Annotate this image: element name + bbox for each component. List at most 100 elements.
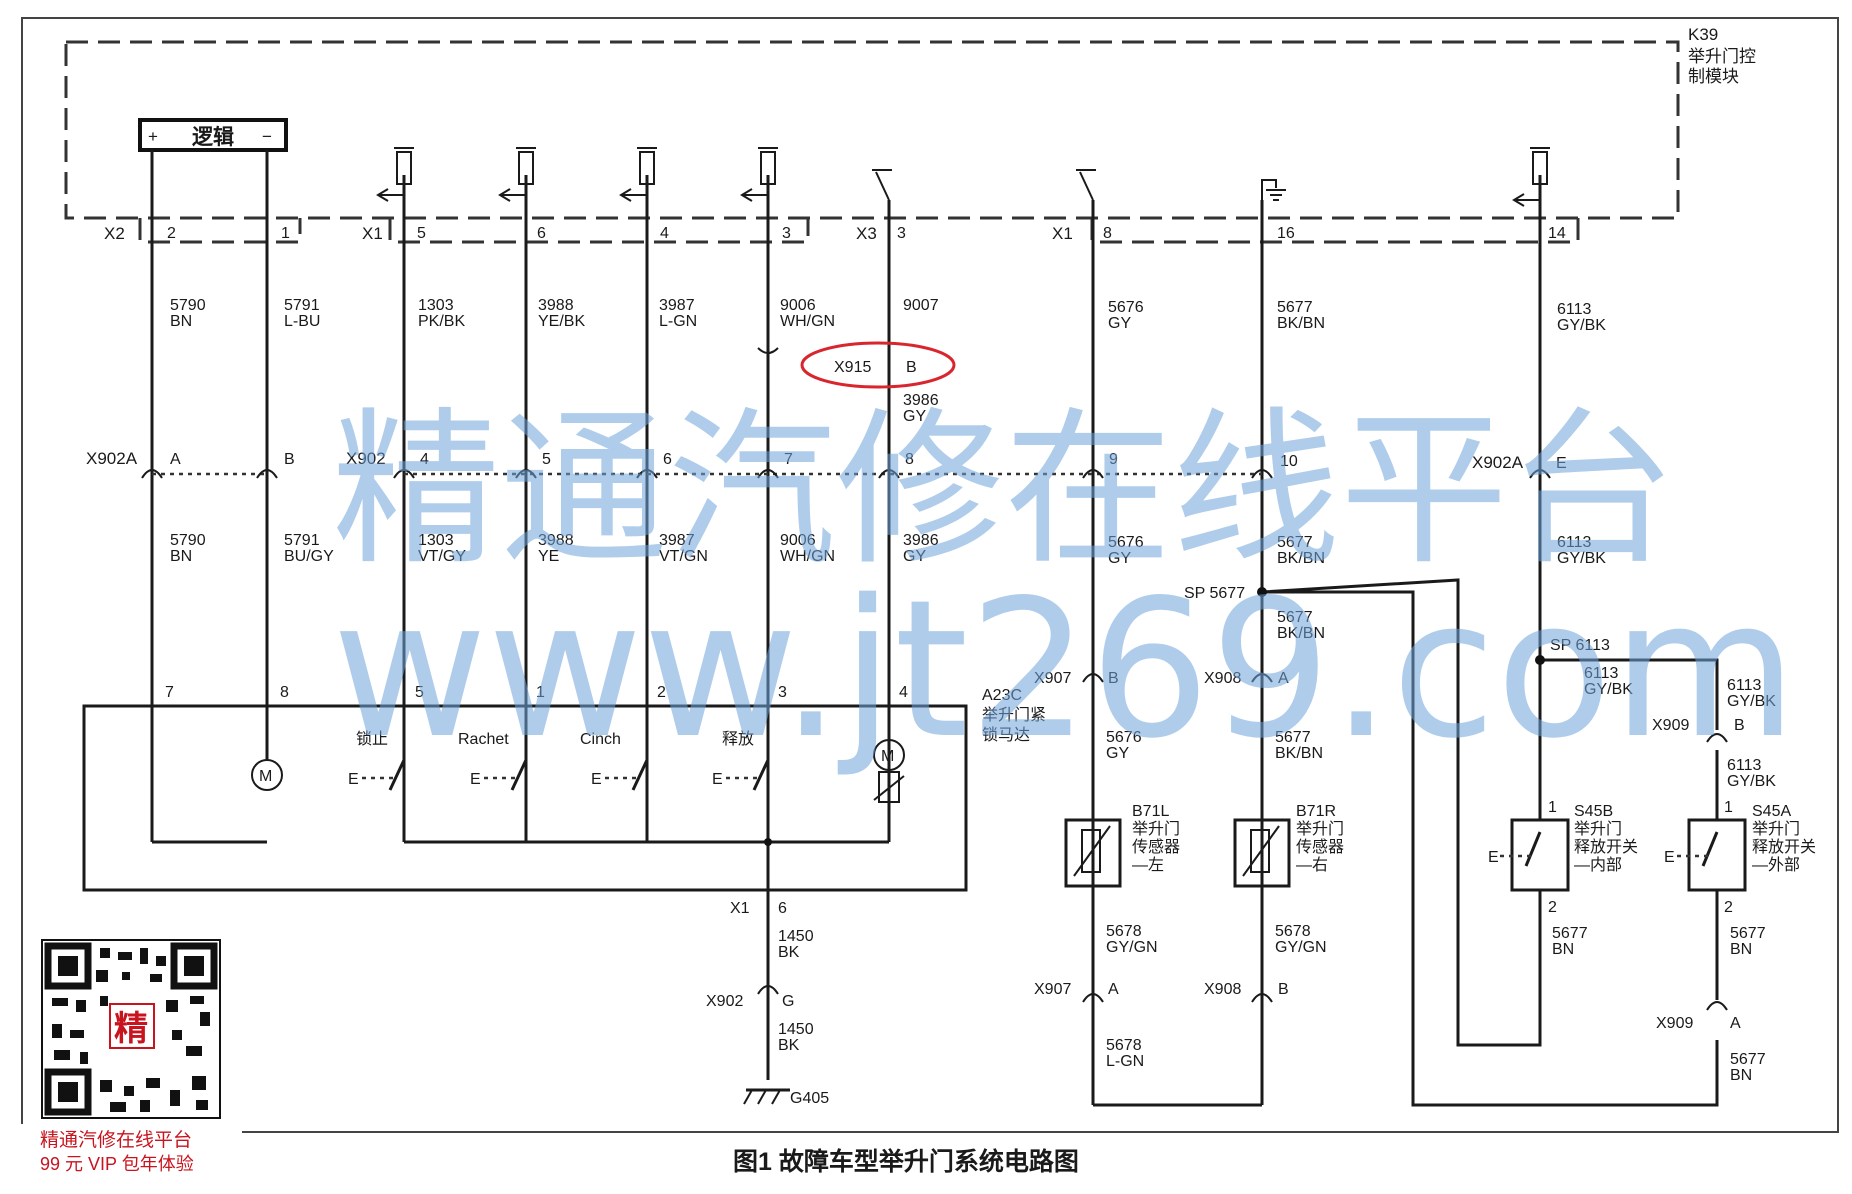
conn-x907-bot-pin: A: [1108, 981, 1119, 998]
module-code: K39: [1688, 25, 1718, 44]
s45b-pin1: 1: [1548, 799, 1557, 816]
motor-assy-name-1: 举升门紧: [982, 706, 1046, 724]
svg-text:3986: 3986: [903, 532, 939, 549]
conn-x909-top-pin: B: [1734, 717, 1745, 734]
module-name-2: 制模块: [1688, 67, 1739, 86]
svg-text:A: A: [170, 451, 181, 468]
svg-text:GY: GY: [1108, 550, 1131, 567]
svg-text:5676: 5676: [1108, 299, 1144, 316]
svg-text:L-GN: L-GN: [659, 313, 697, 330]
conn-x908-top-pin: A: [1278, 670, 1289, 687]
svg-text:7: 7: [784, 451, 793, 468]
x907-bot-icon: [1082, 993, 1104, 1003]
x909-bot-icon: [1706, 1001, 1728, 1011]
svg-text:4: 4: [899, 684, 908, 701]
svg-text:PK/BK: PK/BK: [418, 313, 465, 330]
promo-line1: 精通汽修在线平台: [40, 1129, 192, 1151]
motor-thermistor-icon: [873, 771, 905, 803]
conn-x1-bottom: X1: [730, 900, 750, 917]
switch-label-release: 释放: [722, 730, 754, 748]
pin-top-4: 4: [660, 225, 669, 242]
mid-pins: A B 4 5 6 7 8 9 10 E: [170, 451, 1567, 472]
s45a-l2: 释放开关: [1752, 838, 1816, 856]
w6113-sp-num: 6113: [1584, 665, 1619, 682]
svg-text:5677: 5677: [1277, 299, 1313, 316]
conn-x909-top: X909: [1652, 717, 1689, 734]
svg-text:5: 5: [542, 451, 551, 468]
x908-bot-icon: [1251, 993, 1273, 1003]
qr-center-glyph: 精: [114, 1010, 148, 1048]
svg-text:1303: 1303: [418, 532, 454, 549]
svg-text:BK/BN: BK/BN: [1277, 315, 1325, 332]
svg-text:6: 6: [663, 451, 672, 468]
x909-top-icon: [1706, 733, 1728, 743]
connector-x2-box: [138, 218, 302, 244]
sensor-right-code: B71R: [1296, 803, 1336, 820]
conn-x902-g-pin: G: [782, 993, 794, 1010]
internal-switches: E E E E: [348, 759, 770, 791]
conn-x908-top: X908: [1204, 670, 1241, 687]
watermark-line2: www.jt269.com: [332, 559, 1797, 780]
pin-top-7: 8: [1103, 225, 1112, 242]
svg-text:9: 9: [1109, 451, 1118, 468]
w5677-bot-num: 5677: [1730, 1051, 1766, 1068]
s45b-l2: 释放开关: [1574, 838, 1638, 856]
svg-text:BU/GY: BU/GY: [284, 548, 334, 565]
svg-text:B: B: [284, 451, 295, 468]
svg-text:5791: 5791: [284, 532, 320, 549]
svg-text:1303: 1303: [418, 297, 454, 314]
conn-x907-bot: X907: [1034, 981, 1071, 998]
conn-x907-top-pin: B: [1108, 670, 1119, 687]
w1450-b-num: 1450: [778, 1021, 814, 1038]
svg-text:GY/BK: GY/BK: [1557, 317, 1606, 334]
w5677-b-num: 5677: [1275, 729, 1311, 746]
motor-assy-name-2: 锁马达: [982, 726, 1030, 744]
svg-text:7: 7: [165, 684, 174, 701]
svg-text:BK/BN: BK/BN: [1277, 550, 1325, 567]
svg-text:GY: GY: [1108, 315, 1131, 332]
w5676-b-color: GY: [1106, 745, 1129, 762]
w5676-b-num: 5676: [1106, 729, 1142, 746]
w5678-r-color: GY/GN: [1275, 939, 1327, 956]
ground-icon: [743, 1088, 790, 1105]
svg-text:8: 8: [280, 684, 289, 701]
switch-s45b: [1500, 818, 1570, 892]
conn-x908-bot: X908: [1204, 981, 1241, 998]
s45a-l1: 举升门: [1752, 820, 1800, 838]
svg-text:BN: BN: [170, 548, 192, 565]
svg-text:E: E: [1556, 455, 1567, 472]
sensor-left-l2: 传感器: [1132, 838, 1180, 856]
splice-6113: [1535, 655, 1545, 665]
svg-text:L-BU: L-BU: [284, 313, 320, 330]
conn-x907-top: X907: [1034, 670, 1071, 687]
s45a-e: E: [1664, 849, 1675, 866]
svg-text:VT/GY: VT/GY: [418, 548, 466, 565]
splice-5677: [1257, 587, 1267, 597]
conn-x902-g: X902: [706, 993, 743, 1010]
svg-text:6113: 6113: [1557, 301, 1592, 318]
switch-label-rachet: Rachet: [458, 731, 509, 748]
watermark-line1: 精通汽修在线平台: [332, 392, 1676, 588]
s45a-code: S45A: [1752, 803, 1791, 820]
svg-text:10: 10: [1280, 453, 1298, 470]
logic-plus: +: [148, 127, 158, 146]
w6113-r1-color: GY/BK: [1727, 693, 1776, 710]
frame: [21, 17, 1839, 1133]
svg-text:5790: 5790: [170, 532, 206, 549]
svg-text:3987: 3987: [659, 297, 695, 314]
svg-text:YE/BK: YE/BK: [538, 313, 585, 330]
svg-text:WH/GN: WH/GN: [780, 313, 835, 330]
svg-text:BN: BN: [170, 313, 192, 330]
conn-x915-pin: B: [906, 359, 917, 376]
conn-x908-bot-pin: B: [1278, 981, 1289, 998]
svg-text:E: E: [348, 771, 359, 788]
w5678-r-num: 5678: [1275, 923, 1311, 940]
sensor-left-l1: 举升门: [1132, 820, 1180, 838]
svg-text:E: E: [712, 771, 723, 788]
svg-text:4: 4: [420, 451, 429, 468]
pin-top-3: 6: [537, 225, 546, 242]
conn-x915: X915: [834, 359, 871, 376]
w5677-s45a-num: 5677: [1730, 925, 1766, 942]
